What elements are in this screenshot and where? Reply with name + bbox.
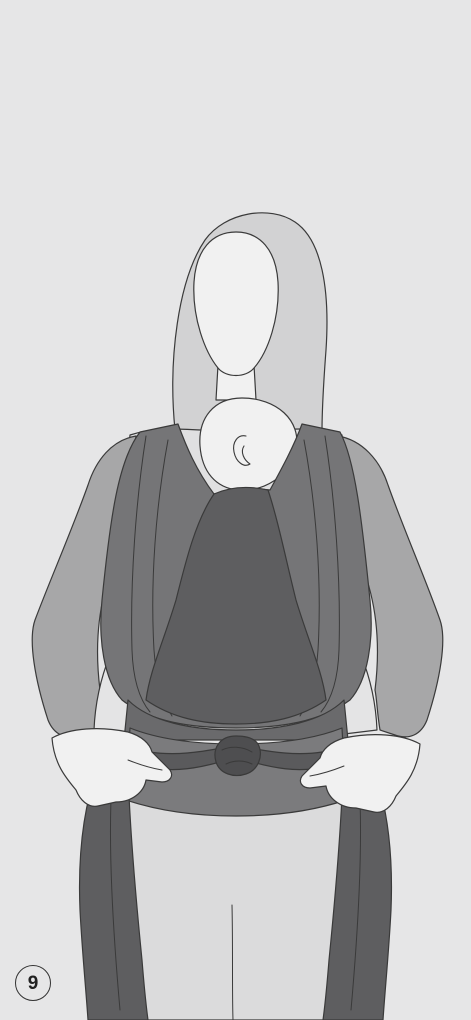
step-number-badge: 9 (15, 965, 51, 1001)
step-number-label: 9 (28, 974, 39, 993)
knot (215, 736, 260, 776)
